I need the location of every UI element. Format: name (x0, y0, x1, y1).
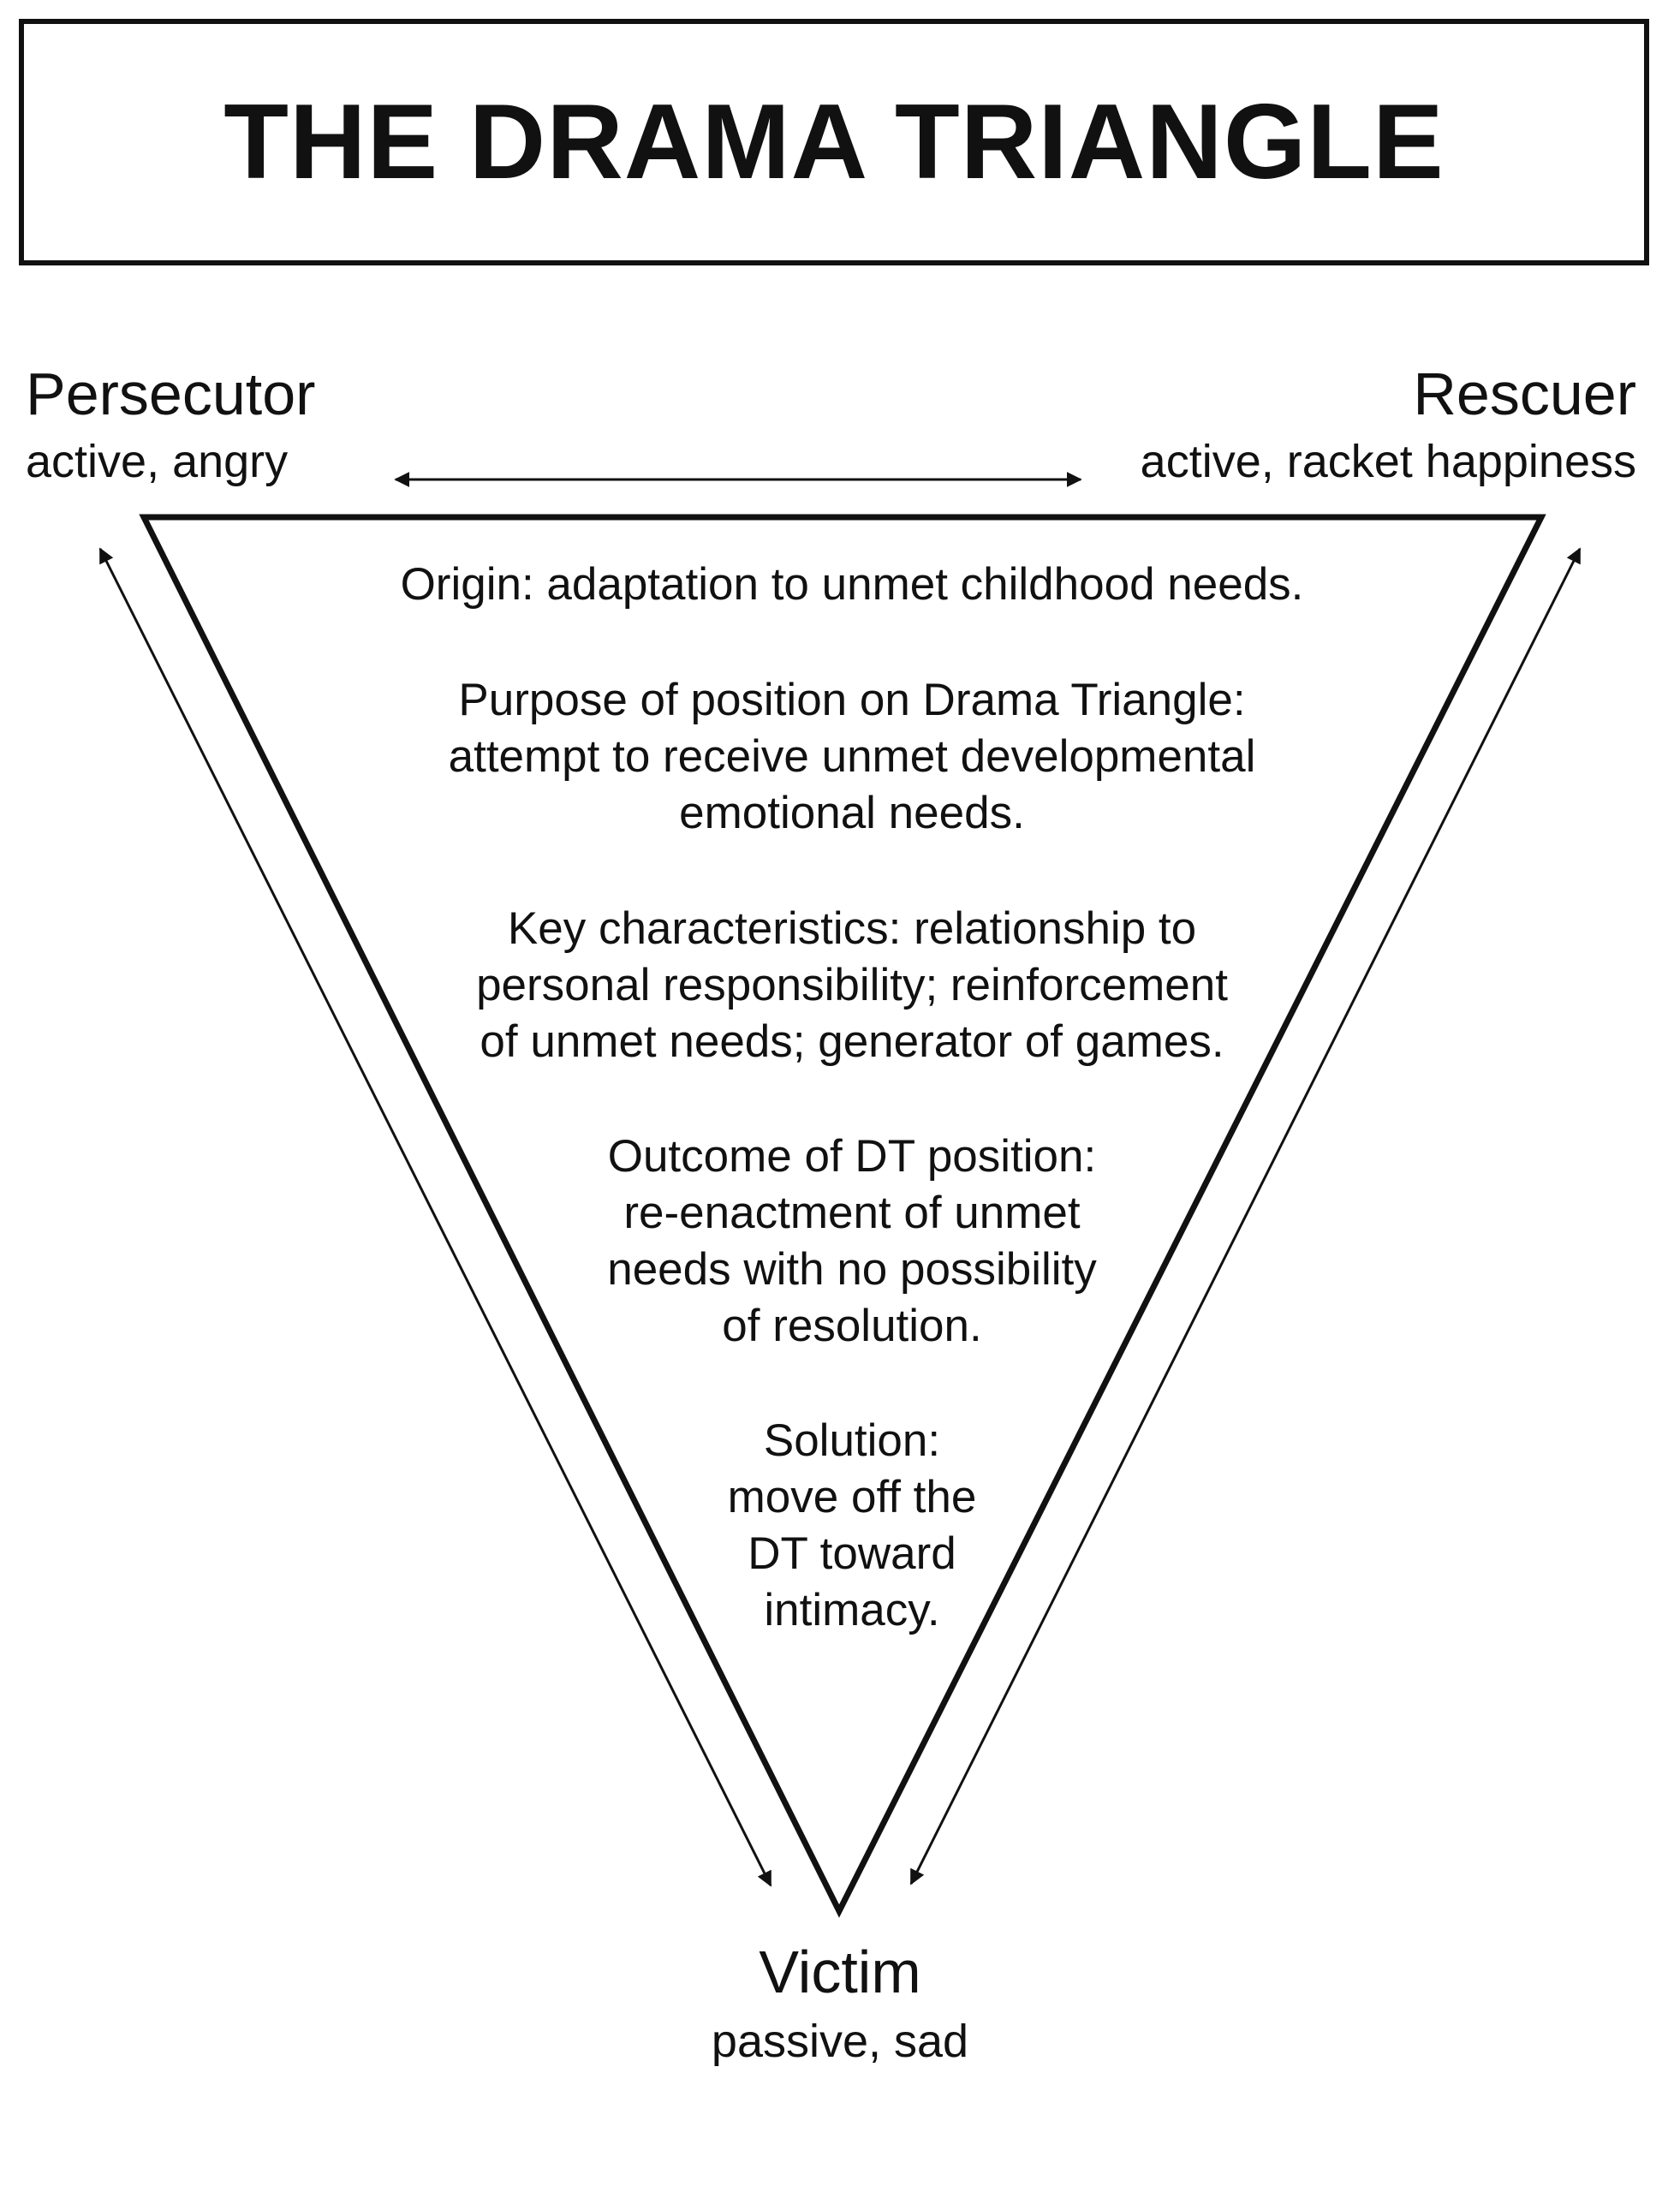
purpose-line: Purpose of position on Drama Triangle: (458, 675, 1246, 725)
outcome-line: Outcome of DT position: (607, 1131, 1097, 1182)
key-characteristics-line: Key characteristics: relationship to (507, 903, 1197, 954)
purpose-line: attempt to receive unmet developmental (448, 731, 1256, 782)
key-characteristics-text-block: Key characteristics: relationship to per… (0, 901, 1680, 1070)
solution-line: DT toward (748, 1528, 956, 1579)
solution-line: Solution: (763, 1415, 941, 1466)
diagram-title: THE DRAMA TRIANGLE (223, 83, 1445, 201)
victim-traits: passive, sad (711, 2016, 969, 2067)
purpose-line: emotional needs. (679, 788, 1025, 838)
persecutor-victim-arrow (98, 547, 772, 1887)
victim-label: Victim (759, 1939, 921, 2005)
solution-text-block: Solution: move off the DT toward intimac… (0, 1413, 1680, 1639)
origin-text-block: Origin: adaptation to unmet childhood ne… (0, 557, 1680, 613)
rescuer-label: Rescuer (1413, 360, 1636, 427)
solution-line: intimacy. (764, 1585, 940, 1635)
title-box: THE DRAMA TRIANGLE (19, 19, 1649, 265)
outcome-line: re-enactment of unmet (623, 1188, 1081, 1238)
outcome-line: of resolution. (722, 1301, 982, 1351)
outcome-line: needs with no possibility (607, 1244, 1097, 1295)
key-characteristics-line: personal responsibility; reinforcement (476, 960, 1228, 1010)
key-characteristics-line: of unmet needs; generator of games. (480, 1016, 1224, 1067)
persecutor-traits: active, angry (26, 436, 289, 487)
persecutor-label: Persecutor (26, 360, 316, 427)
solution-line: move off the (727, 1472, 977, 1522)
purpose-text-block: Purpose of position on Drama Triangle: a… (0, 672, 1680, 842)
rescuer-traits: active, racket happiness (1140, 436, 1636, 487)
rescuer-victim-arrow (909, 547, 1582, 1885)
origin-line: Origin: adaptation to unmet childhood ne… (400, 559, 1304, 610)
outcome-text-block: Outcome of DT position: re-enactment of … (0, 1129, 1680, 1355)
